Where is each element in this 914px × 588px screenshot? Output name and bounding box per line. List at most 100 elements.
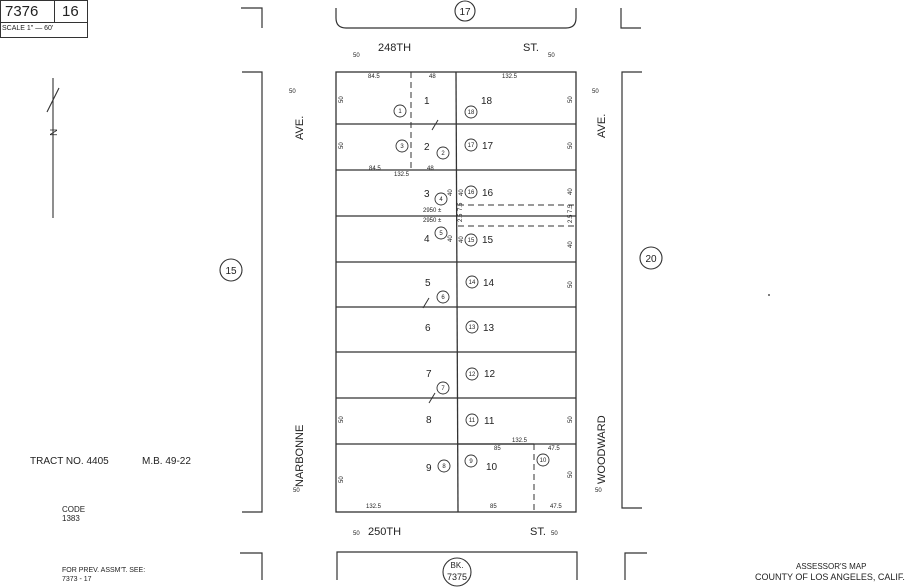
parcel-number: 13 [469,325,476,331]
stray-mark [768,294,770,296]
dimension: 2950 ± [423,218,442,224]
dimension: 50 [568,416,574,423]
dimension: 47.5 [548,446,560,452]
parcel-numbers: 1 2 3 4 5 6 7 8 9 10 11 12 13 14 15 16 1… [398,109,547,470]
dimension: 84.5 [369,166,381,172]
parcel-number: 18 [468,110,475,116]
footer-line2: COUNTY OF LOS ANGELES, CALIF. [755,572,905,582]
lot-number: 6 [425,323,431,334]
dimension: 48 [427,166,434,172]
adjacent-page-right-circle [639,246,663,270]
page-number: 16 [62,3,79,20]
adjacent-page-left: 15 [225,266,237,277]
lot-number: 3 [424,189,430,200]
dimension: 47.5 [550,504,562,510]
street-line-east [621,71,642,509]
adjacent-page-bottom-circle [442,557,472,587]
block-outline [335,71,577,513]
parcel-number: 7 [441,386,445,392]
north-arrow-letter: N [49,129,60,136]
street-width-label: 50 [353,53,360,59]
lot-number: 17 [482,141,494,152]
lot-number: 1 [424,96,430,107]
dimension: 40 [448,189,454,196]
street-line-top-left [241,7,263,28]
dimension: 40 [448,235,454,242]
parcel-number: 12 [469,372,476,378]
prev-assessment-value: 7373 - 17 [62,576,92,583]
parcel-number: 15 [468,238,475,244]
parcel-number: 3 [400,144,404,150]
dimension: 50 [339,142,345,149]
street-width-label: 50 [289,89,296,95]
lot-number: 15 [482,235,494,246]
lot-number: 12 [484,369,496,380]
page-book: 7376 [5,3,39,20]
dimension: 50 [339,96,345,103]
page-number-box [54,0,88,24]
street-width-label: 50 [551,531,558,537]
dimension: 40 [568,241,574,248]
dimension: 48 [429,74,436,80]
street-north-suffix: ST. [523,42,539,54]
lot-number: 2 [424,142,430,153]
parcel-number: 16 [468,190,475,196]
street-line-top-center [335,8,577,29]
lot-number: 7 [426,369,432,380]
dimension: 84.5 [368,74,380,80]
tract-mb: M.B. 49-22 [142,456,191,467]
dashed-lines [410,72,576,512]
lot-number: 16 [482,188,494,199]
dimension: 2.5 [568,214,574,223]
lot-number: 18 [481,96,493,107]
parcel-number: 4 [439,197,443,203]
parcel-number: 10 [540,458,547,464]
adjacent-page-right: 20 [645,254,657,265]
street-east-name: WOODWARD [596,415,608,484]
split-ticks [422,119,439,404]
dimension: 7.5 [458,202,464,211]
dimension: 50 [568,281,574,288]
dimension: 40 [459,189,465,196]
parcel-number: 9 [469,459,473,465]
tract-label: TRACT NO. 4405 [30,456,109,467]
dimension: 50 [568,471,574,478]
street-line-bottom-left [240,552,263,580]
parcel-number: 17 [468,143,475,149]
parcel-circles [393,104,550,473]
dimension: 40 [568,188,574,195]
dimension: 50 [339,416,345,423]
street-width-label: 50 [595,488,602,494]
street-line-bottom-right [624,552,647,580]
lot-number: 11 [484,416,495,427]
code-label: CODE [62,505,85,514]
street-south-suffix: ST. [530,526,546,538]
parcel-number: 6 [441,295,445,301]
lot-number: 9 [426,463,432,474]
dimension: 50 [568,142,574,149]
parcel-number: 11 [469,418,476,424]
parcel-number: 1 [398,109,402,115]
street-line-west [242,71,263,513]
adjacent-page-top: 17 [459,7,471,18]
adjacent-page-bottom: 7375 [447,572,467,582]
parcel-number: 8 [442,464,446,470]
adjacent-page-bottom-prefix: BK. [451,561,464,570]
adjacent-page-top-circle [454,0,476,22]
code-value: 1383 [62,514,80,523]
adjacent-page-left-circle [219,258,243,282]
street-width-label: 50 [548,53,555,59]
north-arrow-icon [46,78,60,218]
lot-number: 8 [426,415,432,426]
parcel-number: 14 [469,280,476,286]
dimension: 2.5 [458,213,464,222]
street-line-bottom-center [336,551,578,580]
street-west-suffix: AVE. [294,116,306,140]
dimension: 85 [490,504,497,510]
dimension: 2950 ± [423,208,442,214]
street-south-name: 250TH [368,526,401,538]
footer-line1: ASSESSOR'S MAP [796,562,866,571]
dimension: 132.5 [502,74,518,80]
scale-box [0,22,88,38]
